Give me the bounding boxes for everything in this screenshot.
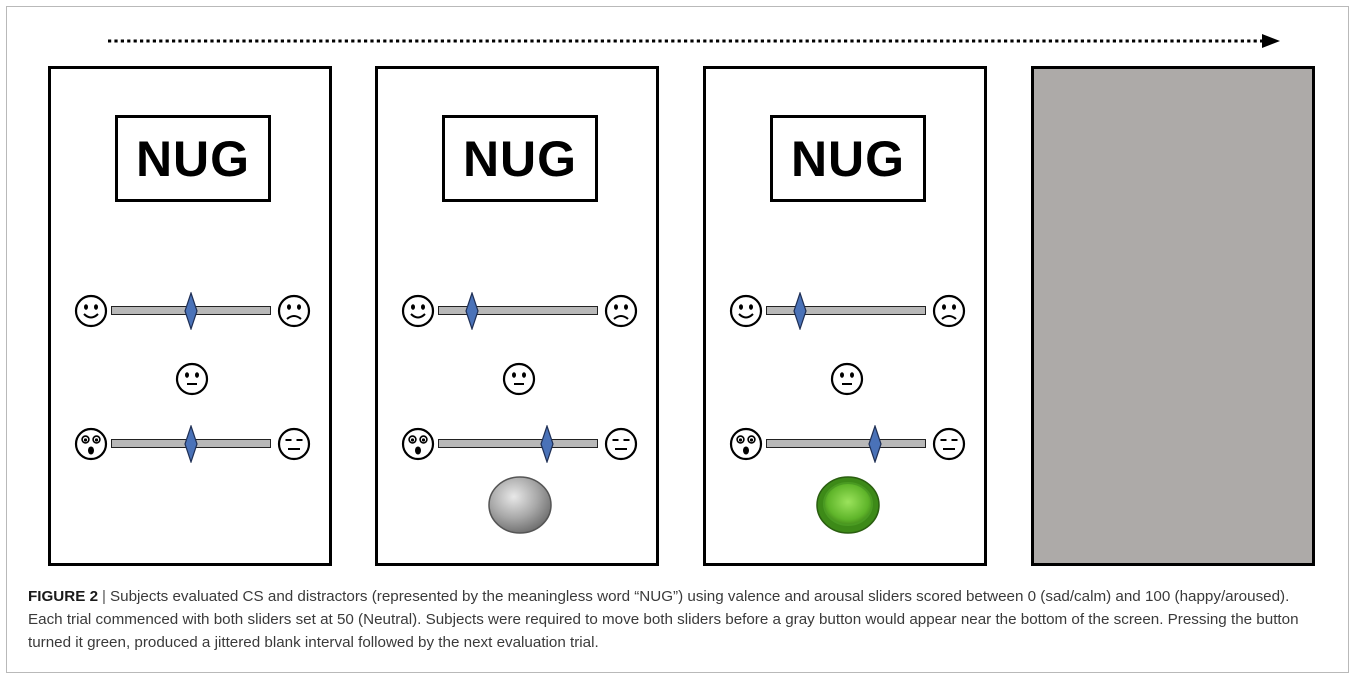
cs-word: NUG: [770, 115, 926, 202]
cs-word: NUG: [115, 115, 271, 202]
arousal-slider-thumb[interactable]: [184, 425, 198, 463]
figure-caption: FIGURE 2|Subjects evaluated CS and distr…: [28, 585, 1328, 654]
time-arrow: [108, 34, 1280, 48]
submit-button[interactable]: [484, 472, 556, 538]
neutral-face-icon: [175, 362, 209, 396]
valence-slider-thumb[interactable]: [184, 292, 198, 330]
valence-slider-thumb[interactable]: [792, 292, 807, 330]
caption-text: Subjects evaluated CS and distractors (r…: [28, 588, 1299, 651]
happy-face-icon: [401, 294, 435, 328]
figure-label: FIGURE 2: [28, 588, 99, 605]
screen-panel-moved: NUG: [375, 66, 659, 566]
sad-face-icon: [604, 294, 638, 328]
arousal-slider-thumb[interactable]: [540, 425, 554, 463]
happy-face-icon: [74, 294, 108, 328]
sad-face-icon: [277, 294, 311, 328]
arousal-slider-thumb[interactable]: [868, 425, 882, 463]
surprised-face-icon: [74, 427, 108, 461]
calm-face-icon: [932, 427, 966, 461]
valence-slider-thumb[interactable]: [464, 292, 479, 330]
blank-interval-screen: [1031, 66, 1315, 566]
arousal-slider[interactable]: [438, 439, 598, 448]
neutral-face-icon: [502, 362, 536, 396]
valence-slider[interactable]: [766, 306, 926, 315]
calm-face-icon: [604, 427, 638, 461]
arousal-slider[interactable]: [766, 439, 926, 448]
surprised-face-icon: [401, 427, 435, 461]
neutral-face-icon: [830, 362, 864, 396]
screen-panel-pressed: NUG: [703, 66, 987, 566]
valence-slider[interactable]: [438, 306, 598, 315]
caption-separator: |: [102, 588, 106, 605]
happy-face-icon: [729, 294, 763, 328]
sad-face-icon: [932, 294, 966, 328]
submit-button-pressed[interactable]: [812, 472, 884, 538]
cs-word: NUG: [442, 115, 598, 202]
calm-face-icon: [277, 427, 311, 461]
screen-panel-initial: NUG: [48, 66, 332, 566]
surprised-face-icon: [729, 427, 763, 461]
